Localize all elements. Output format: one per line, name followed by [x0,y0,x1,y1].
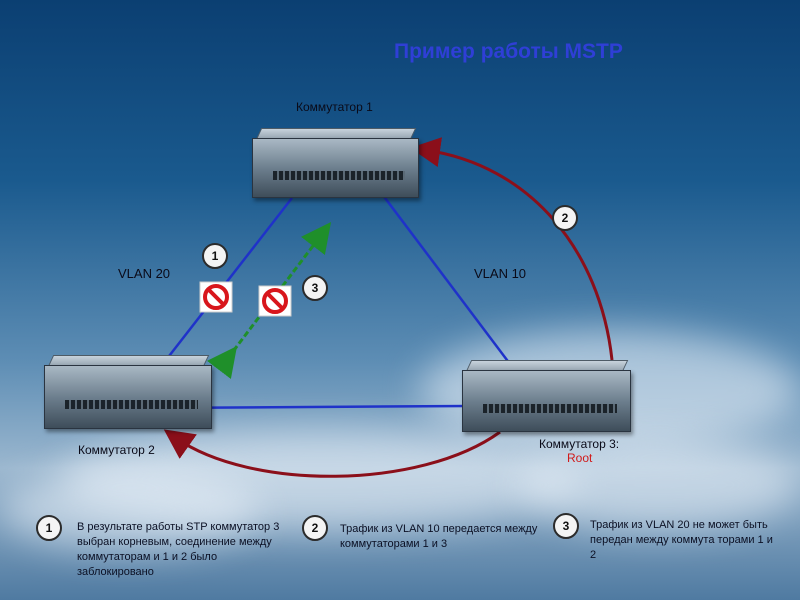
vlan-10-label: VLAN 10 [474,266,527,281]
root-label: Root [567,451,593,465]
switch-2-label: Коммутатор 2 [78,443,155,457]
note-1-badge: 1 [36,515,62,541]
note-3-badge: 3 [553,513,579,539]
block-icon [258,285,292,317]
marker-2: 2 [552,205,578,231]
note-2-text: Трафик из VLAN 10 передается между комму… [340,523,538,550]
vlan-20-label: VLAN 20 [118,266,171,281]
note-3-text: Трафик из VLAN 20 не может быть передан … [590,519,773,561]
link-switch1-switch3 [369,177,514,369]
note-2-badge: 2 [302,515,328,541]
note-1-text: В результате работы STP коммутатор 3 выб… [77,521,280,578]
switch-3-label: Коммутатор 3: [539,437,620,451]
traffic-arrow-vlan10 [410,137,614,361]
traffic-arrow-root-path [163,429,501,478]
block-icon [199,281,233,313]
link-switch1-switch2 [165,197,293,361]
marker-3: 3 [302,275,328,301]
slide-title: Пример работы MSTP [394,40,623,63]
marker-1: 1 [202,243,228,269]
switch-1-icon [252,128,419,198]
switch-3-icon [462,360,631,432]
switch-1-label: Коммутатор 1 [296,100,373,114]
switch-2-icon [44,355,212,429]
